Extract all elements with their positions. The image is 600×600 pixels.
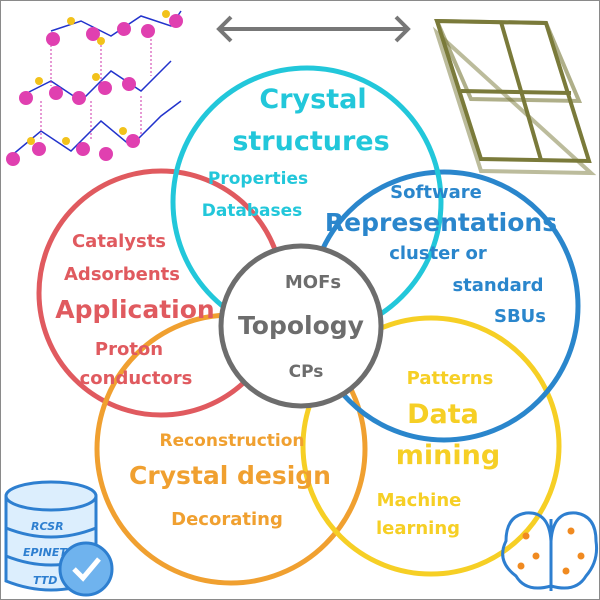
crystal-title-line2: structures [232,126,390,157]
framework-net-icon [432,18,597,176]
representations-cluster: cluster or [389,243,487,264]
application-conductors: conductors [79,368,193,389]
database-ttd: TTD [33,574,58,587]
mining-patterns: Patterns [406,368,494,389]
topology-circle [218,243,384,409]
mining-circle [300,315,562,577]
double-arrow-icon [216,15,411,43]
representations-title: Representations [324,208,558,237]
database-epinet: EPINET [23,546,67,559]
database-rcsr: RCSR [31,520,64,533]
application-proton: Proton [94,339,164,360]
design-title: Crystal design [129,461,331,490]
application-catalysts: Catalysts [71,231,167,252]
crystal-databases: Databases [201,201,303,221]
design-decorating: Decorating [171,509,283,530]
topology-cps: CPs [288,362,324,382]
mining-title-line1: Data [407,399,479,430]
application-title: Application [55,295,215,324]
crystal-title-line1: Crystal [259,84,367,115]
representations-sbus: SBUs [493,306,547,327]
mining-title-line2: mining [395,440,501,471]
crystal-properties: Properties [207,169,309,189]
representations-software: Software [390,182,482,203]
mining-learning: learning [375,518,461,539]
mining-machine: Machine [376,490,462,511]
application-adsorbents: Adsorbents [64,264,180,285]
brain-ai-icon [501,511,598,591]
crystal-structure-image [6,10,183,166]
design-reconstruction: Reconstruction [159,431,305,451]
representations-standard: standard [452,275,544,296]
check-badge-icon [58,541,114,597]
topology-mofs: MOFs [284,272,342,293]
topology-title: Topology [238,311,364,340]
